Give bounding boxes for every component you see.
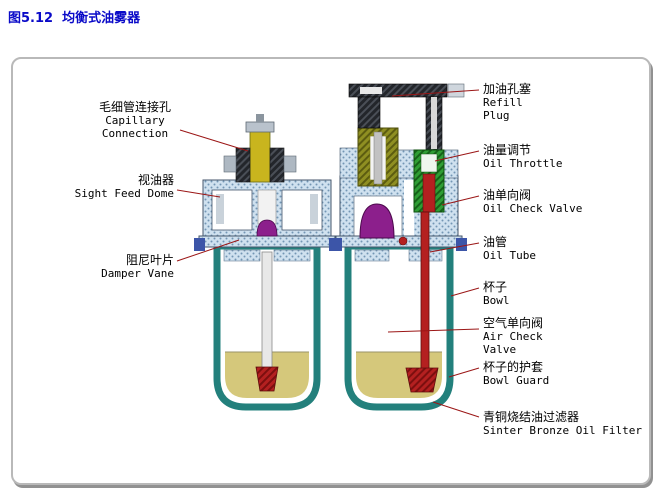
label-zh: 杯子 bbox=[483, 280, 508, 294]
label-en: Connection bbox=[101, 127, 169, 140]
label-zh: 加油孔塞 bbox=[483, 82, 532, 96]
label-en: Damper Vane bbox=[101, 267, 174, 280]
label-en: Bowl Guard bbox=[483, 374, 550, 387]
label-zh: 油单向阀 bbox=[483, 188, 532, 202]
leader-filter bbox=[432, 401, 480, 418]
left-suction-tube bbox=[261, 251, 273, 371]
label-en: Sinter Bronze Oil Filter bbox=[483, 424, 642, 437]
flange-bolt bbox=[194, 238, 205, 251]
label-en: Air Check bbox=[483, 330, 543, 343]
leader-capillary bbox=[179, 129, 249, 152]
capillary-fitting-nut bbox=[235, 147, 251, 183]
label-en: Oil Throttle bbox=[483, 157, 563, 170]
right-damper-plate bbox=[354, 249, 390, 262]
label-en: Sight Feed Dome bbox=[74, 187, 174, 200]
left-drip-dome bbox=[256, 219, 278, 237]
fitting-side-boss bbox=[283, 155, 297, 173]
window-detail bbox=[310, 194, 318, 224]
leader-air-check bbox=[387, 328, 480, 333]
label-bowl-guard: 杯子的护套 Bowl Guard bbox=[483, 360, 550, 388]
refill-plug-stem bbox=[373, 131, 383, 185]
label-zh: 空气单向阀 bbox=[483, 316, 544, 330]
leader-lines bbox=[176, 89, 480, 418]
label-zh: 青铜烧结油过滤器 bbox=[483, 410, 580, 424]
label-zh: 油量调节 bbox=[483, 143, 532, 157]
left-lubricator bbox=[194, 114, 340, 411]
capillary-fitting-nut bbox=[269, 147, 285, 183]
left-damper-plate bbox=[273, 249, 311, 262]
label-bowl: 杯子 Bowl bbox=[483, 280, 510, 308]
leader-refill bbox=[391, 89, 480, 97]
label-sight-feed-dome: 视油器 Sight Feed Dome bbox=[74, 173, 174, 201]
label-en: Capillary bbox=[105, 114, 165, 127]
top-manifold-slot bbox=[360, 87, 382, 94]
label-refill-plug: 加油孔塞 Refill Plug bbox=[483, 82, 532, 123]
right-housing-upper bbox=[339, 147, 361, 179]
refill-plug-neck bbox=[357, 96, 381, 129]
label-en: Oil Check Valve bbox=[483, 202, 583, 215]
figure-title: 图5.12 均衡式油雾器 bbox=[8, 11, 141, 26]
label-en: Oil Tube bbox=[483, 249, 536, 262]
leader-damper bbox=[176, 239, 240, 262]
capillary-fitting-core bbox=[249, 129, 271, 183]
window-detail bbox=[216, 194, 224, 224]
left-lower-flange bbox=[198, 235, 336, 248]
flange-bolt bbox=[331, 238, 342, 251]
label-capillary-connection: 毛细管连接孔 Capillary Connection bbox=[85, 100, 185, 141]
leader-throttle bbox=[434, 150, 480, 162]
left-center-channel bbox=[257, 189, 277, 225]
flange-bolt bbox=[456, 238, 467, 251]
left-oil-filter bbox=[255, 366, 279, 392]
right-drip-dome bbox=[359, 203, 395, 239]
label-zh: 油管 bbox=[483, 235, 508, 249]
right-passage bbox=[404, 180, 414, 238]
capillary-fitting-cap bbox=[245, 121, 275, 133]
throttle-stem bbox=[431, 97, 437, 149]
label-oil-throttle: 油量调节 Oil Throttle bbox=[483, 143, 563, 171]
air-check-valve bbox=[398, 236, 408, 246]
right-housing-upper bbox=[397, 149, 415, 179]
fitting-side-boss bbox=[223, 155, 237, 173]
capillary-fitting-tip bbox=[256, 114, 264, 122]
sinter-bronze-oil-filter bbox=[405, 367, 439, 393]
right-lubricator bbox=[331, 83, 467, 411]
leader-oil-check bbox=[441, 195, 480, 206]
oil-check-valve bbox=[422, 173, 436, 213]
label-oil-check-valve: 油单向阀 Oil Check Valve bbox=[483, 188, 583, 216]
label-zh: 杯子的护套 bbox=[483, 360, 544, 374]
label-air-check-valve: 空气单向阀 Air Check Valve bbox=[483, 316, 544, 357]
label-en: Valve bbox=[483, 343, 517, 356]
label-sinter-bronze-oil-filter: 青铜烧结油过滤器 Sinter Bronze Oil Filter bbox=[483, 410, 642, 438]
label-oil-tube: 油管 Oil Tube bbox=[483, 235, 536, 263]
label-en: Bowl bbox=[483, 294, 510, 307]
top-side-fitting bbox=[447, 83, 465, 98]
label-zh: 阻尼叶片 bbox=[125, 253, 174, 267]
leader-bowl bbox=[450, 287, 480, 297]
oil-tube bbox=[420, 211, 430, 373]
right-housing-upper bbox=[443, 149, 459, 179]
leader-bowl-guard bbox=[448, 367, 480, 378]
label-zh: 毛细管连接孔 bbox=[98, 100, 171, 114]
diagram-panel bbox=[11, 57, 651, 485]
oil-throttle-seat bbox=[420, 153, 438, 173]
label-en: Plug bbox=[483, 109, 510, 122]
left-damper-plate bbox=[223, 249, 261, 262]
leader-oil-tube bbox=[429, 242, 480, 253]
leader-sight bbox=[176, 189, 221, 198]
label-en: Refill bbox=[483, 96, 523, 109]
label-damper-vane: 阻尼叶片 Damper Vane bbox=[101, 253, 174, 281]
label-zh: 视油器 bbox=[137, 173, 174, 187]
